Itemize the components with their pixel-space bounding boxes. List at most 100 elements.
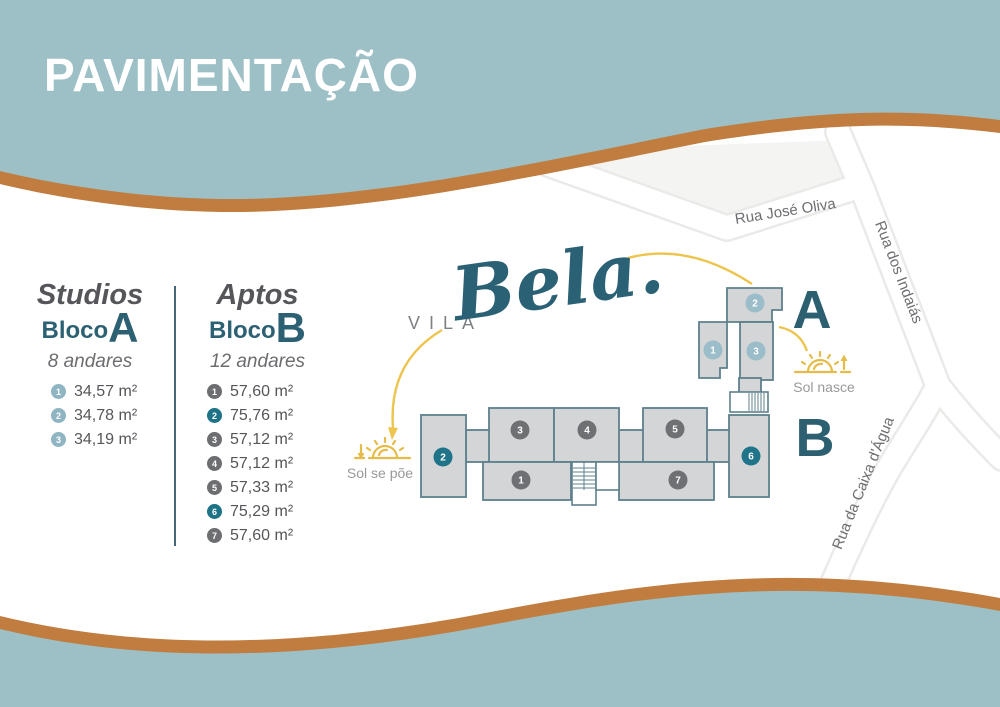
unit-area: 34,57 m² — [74, 382, 138, 400]
aptos-item: 2 75,76 m² — [185, 406, 330, 424]
bottom-wave-teal — [0, 590, 1000, 707]
aptos-item: 5 57,33 m² — [185, 478, 330, 496]
studios-items: 1 34,57 m² 2 34,78 m² 3 34,19 m² — [25, 382, 155, 448]
top-wave-orange — [0, 0, 1000, 213]
aptos-bloco-letter: B — [275, 304, 306, 351]
unit-area: 75,76 m² — [230, 406, 294, 424]
block-a-unit-badges: 2 1 3 — [703, 293, 766, 361]
aptos-item: 1 57,60 m² — [185, 382, 330, 400]
sun-path-arc-east — [778, 325, 809, 352]
unit-area: 75,29 m² — [230, 502, 294, 520]
street-rua-da-caixa-dagua — [818, 374, 950, 602]
plan-badge-b1: 1 — [511, 470, 531, 490]
column-divider — [174, 286, 176, 546]
aptos-item: 3 57,12 m² — [185, 430, 330, 448]
block-a-buildings — [698, 287, 783, 396]
sun-path-arrowhead — [388, 427, 398, 440]
unit-number-badge: 2 — [51, 408, 66, 423]
logo-vila-text: VILA — [408, 313, 484, 333]
map-block-shading — [520, 140, 862, 230]
sunset-label: Sol se põe — [347, 465, 413, 481]
bottom-wave-orange — [0, 577, 1000, 707]
unit-b3-shape — [488, 407, 555, 463]
svg-text:7: 7 — [675, 476, 681, 487]
street-label-rua-da-caixa-dagua: Rua da Caixa d'Água — [829, 414, 898, 552]
unit-b4-shape — [553, 407, 620, 463]
unit-number-badge: 6 — [207, 504, 222, 519]
plan-badge-b6: 6 — [741, 446, 761, 466]
aptos-column: Aptos BlocoB 12 andares 1 57,60 m² 2 75,… — [185, 279, 330, 544]
studios-bloco-word: Bloco — [41, 317, 109, 344]
aptos-floors: 12 andares — [209, 351, 306, 372]
plan-badge-b4: 4 — [577, 420, 597, 440]
street-label-rua-jose-oliva: Rua José Oliva — [734, 195, 838, 228]
streets — [534, 118, 1000, 604]
studios-item: 2 34,78 m² — [25, 406, 155, 424]
unit-area: 57,12 m² — [230, 430, 294, 448]
unit-b2-shape — [420, 414, 467, 498]
unit-a3-shape — [739, 321, 774, 381]
block-a-letter: A — [793, 280, 832, 340]
unit-b5-shape — [642, 407, 708, 463]
logo-bela-script: Bela. — [447, 223, 669, 339]
unit-b7-shape — [618, 461, 715, 501]
svg-text:6: 6 — [748, 452, 754, 463]
block-b-letter: B — [796, 408, 835, 468]
plan-badge-b3: 3 — [510, 420, 530, 440]
plan-badge-b5: 5 — [665, 419, 685, 439]
aptos-item: 6 75,29 m² — [185, 502, 330, 520]
aptos-heading: Aptos — [216, 279, 299, 311]
unit-number-badge: 1 — [207, 384, 222, 399]
stairwell-center — [571, 461, 620, 506]
unit-number-badge: 3 — [51, 432, 66, 447]
sunset-icon — [353, 436, 412, 460]
unit-a2-shape — [726, 287, 783, 323]
unit-number-badge: 7 — [207, 528, 222, 543]
block-b-unit-badges: 2 3 4 5 1 7 6 — [433, 419, 761, 490]
unit-number-badge: 4 — [207, 456, 222, 471]
aptos-item: 7 57,60 m² — [185, 526, 330, 544]
page-title: PAVIMENTAÇÃO — [44, 49, 419, 101]
unit-b1-shape — [482, 461, 572, 501]
unit-a1-shape — [698, 321, 728, 379]
unit-area: 57,33 m² — [230, 478, 294, 496]
svg-text:3: 3 — [517, 426, 523, 437]
unit-area: 57,12 m² — [230, 454, 294, 472]
svg-text:3: 3 — [753, 347, 759, 358]
aptos-bloco-word: Bloco — [208, 317, 276, 344]
studios-column: Studios BlocoA 8 andares 1 34,57 m² 2 34… — [25, 279, 155, 448]
unit-number-badge: 2 — [207, 408, 222, 423]
svg-text:2: 2 — [752, 299, 758, 310]
studios-heading: Studios — [36, 279, 144, 311]
plan-badge-a2: 2 — [745, 293, 765, 313]
sunrise-label: Sol nasce — [793, 379, 855, 395]
plan-badge-a1: 1 — [703, 340, 723, 360]
unit-number-badge: 5 — [207, 480, 222, 495]
unit-area: 57,60 m² — [230, 382, 294, 400]
aptos-item: 4 57,12 m² — [185, 454, 330, 472]
street-label-rua-dos-indaias: Rua dos Indaiás — [871, 219, 926, 326]
street-branch-right — [926, 374, 1000, 470]
aptos-items: 1 57,60 m² 2 75,76 m² 3 57,12 m² 4 57,12… — [185, 382, 330, 544]
svg-text:4: 4 — [584, 426, 590, 437]
plan-badge-b2: 2 — [433, 447, 453, 467]
stairwell-link-ab — [729, 391, 769, 413]
studios-item: 1 34,57 m² — [25, 382, 155, 400]
block-a-corridor — [738, 377, 762, 396]
street-rua-jose-oliva — [536, 152, 872, 240]
svg-text:1: 1 — [518, 476, 524, 487]
unit-number-badge: 3 — [207, 432, 222, 447]
unit-number-badge: 1 — [51, 384, 66, 399]
sunrise-icon — [793, 350, 852, 374]
svg-text:1: 1 — [710, 346, 716, 357]
block-b-buildings — [420, 407, 770, 501]
unit-area: 34,78 m² — [74, 406, 138, 424]
unit-area: 57,60 m² — [230, 526, 294, 544]
lobby-box — [595, 461, 620, 491]
unit-area: 34,19 m² — [74, 430, 138, 448]
sun-path-arc-west — [391, 328, 443, 429]
studios-bloco-line: BlocoA — [25, 307, 155, 352]
street-rua-dos-indaias — [826, 120, 950, 398]
unit-b6-shape — [728, 414, 770, 498]
